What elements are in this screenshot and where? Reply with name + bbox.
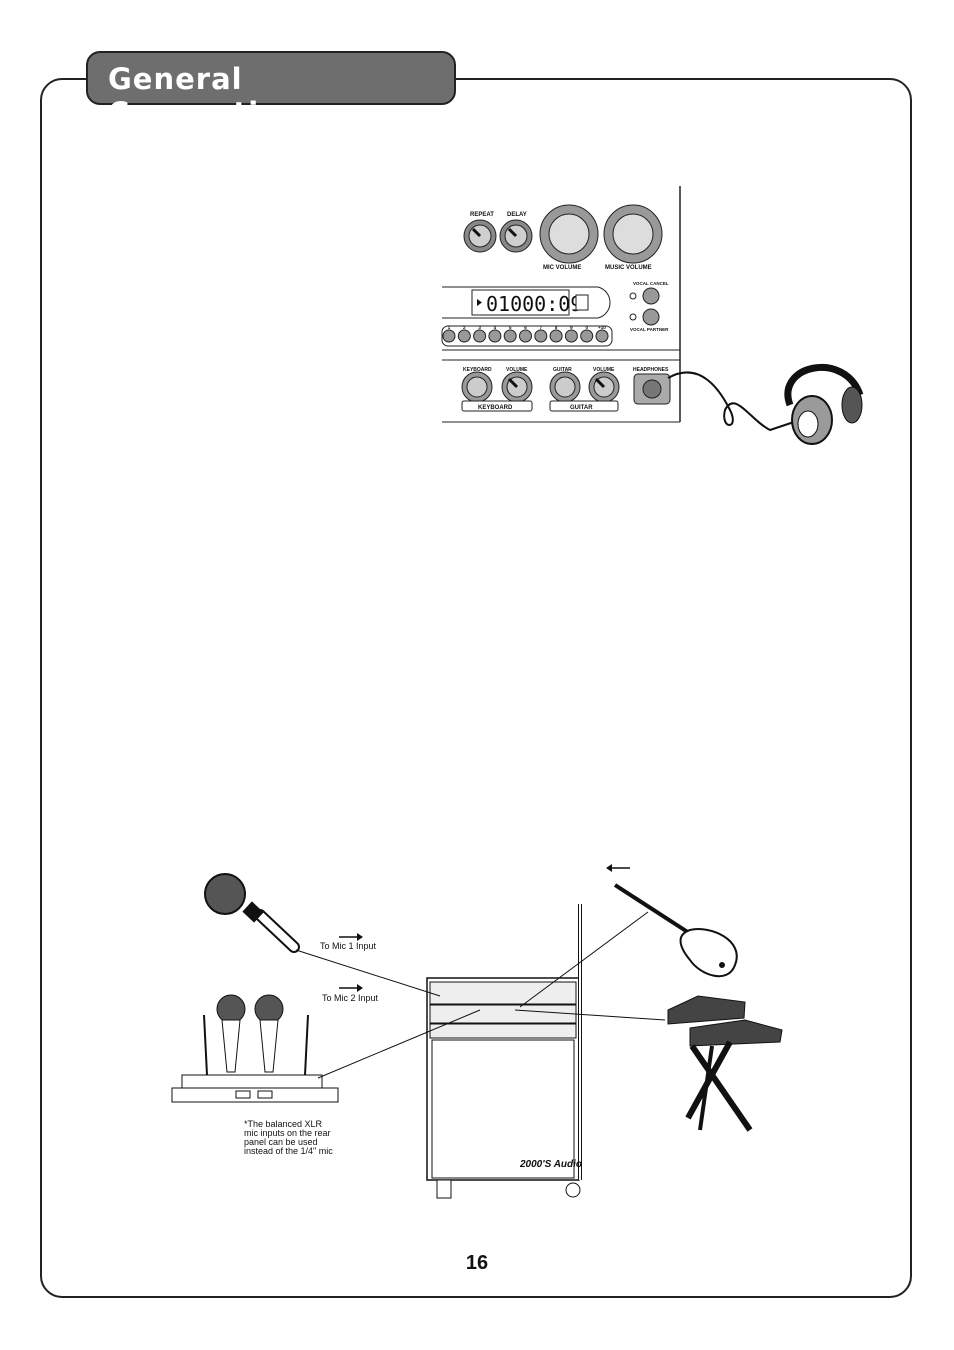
number-key-button[interactable] (534, 329, 548, 343)
bass-guitar-icon (613, 883, 738, 978)
number-key-button[interactable] (488, 329, 502, 343)
mic1-label: To Mic 1 Input (320, 941, 377, 951)
number-key-button[interactable] (595, 329, 609, 343)
xlr-note-line: instead of the 1/4" mic (244, 1146, 333, 1156)
number-key-label: 9 (570, 325, 573, 330)
page-title: General Connections (108, 62, 320, 130)
repeat-knob[interactable] (463, 219, 497, 253)
brand-logo: 2000'S Audio (519, 1159, 582, 1170)
mic2-cable (317, 1009, 481, 1079)
number-key-button[interactable] (442, 329, 456, 343)
guitar-cable (519, 911, 649, 1008)
arrow-right-icon (339, 933, 363, 941)
delay-knob[interactable] (499, 219, 533, 253)
keyboard-volume-label: VOLUME (506, 367, 528, 373)
mic1-cable (295, 949, 441, 997)
guitar-section-box (549, 400, 619, 412)
music-volume-label: MUSIC VOLUME (605, 265, 652, 271)
guitar-volume-label: VOLUME (593, 367, 615, 373)
record-indicator-icon (575, 294, 589, 311)
lcd-screen (471, 289, 570, 316)
number-key-label: 7 (540, 325, 543, 330)
number-key-label: 4 (494, 325, 497, 330)
vocal-cancel-led-icon (629, 292, 637, 300)
headphones-jack[interactable] (633, 373, 671, 405)
vocal-partner-button[interactable] (642, 308, 660, 326)
wireless-microphone-icon (254, 994, 284, 1073)
number-key-label: +10 (598, 325, 606, 330)
connection-diagram: To Mic 1 Input To Mic 2 Input (171, 864, 783, 1199)
keyboard-volume-knob[interactable] (501, 371, 533, 403)
number-key-button[interactable] (473, 329, 487, 343)
mic-volume-label: MIC VOLUME (543, 265, 581, 271)
vocal-partner-led-icon (629, 313, 637, 321)
number-key-label: 8 (555, 325, 558, 330)
microphone-icon (204, 873, 300, 953)
wireless-receiver-icon (171, 1014, 339, 1103)
xlr-note-line: mic inputs on the rear (244, 1128, 331, 1138)
amplifier-unit (426, 904, 582, 1199)
xlr-note-line: panel can be used (244, 1137, 318, 1147)
mic-volume-knob[interactable] (539, 204, 599, 264)
arrow-left-icon (606, 864, 630, 872)
display-bezel (442, 286, 611, 319)
keyboard-cable (514, 1009, 666, 1021)
headphones-cable (667, 371, 801, 432)
number-key-label: 5 (509, 325, 512, 330)
headphones-icon (784, 364, 864, 445)
page-number: 16 (465, 1252, 489, 1274)
guitar-volume-knob[interactable] (588, 371, 620, 403)
number-key-button[interactable] (457, 329, 471, 343)
vocal-cancel-label: VOCAL CANCEL (633, 281, 669, 286)
headphones-label: HEADPHONES (633, 367, 669, 373)
vocal-partner-label: VOCAL PARTNER (630, 327, 669, 332)
number-key-label: 2 (463, 325, 466, 330)
keyboard-input-label: KEYBOARD (463, 367, 492, 373)
music-volume-knob[interactable] (603, 204, 663, 264)
mic2-label: To Mic 2 Input (322, 993, 379, 1003)
number-key-label: 1 (448, 325, 451, 330)
guitar-gain-knob[interactable] (549, 371, 581, 403)
keyboard-icon (667, 995, 783, 1132)
vocal-cancel-button[interactable] (642, 287, 660, 305)
lcd-time: 01000:09 (486, 292, 582, 316)
number-key-label: 6 (524, 325, 527, 330)
keyboard-section-box (461, 400, 533, 412)
number-key-button[interactable] (503, 329, 517, 343)
number-key-label: 0 (585, 325, 588, 330)
arrow-right-icon (339, 984, 363, 992)
number-key-button[interactable] (564, 329, 578, 343)
delay-label: DELAY (507, 212, 527, 218)
keyboard-section-label: KEYBOARD (478, 405, 513, 411)
guitar-section-label: GUITAR (570, 405, 593, 411)
play-icon (477, 299, 482, 306)
number-keys: 1 2 3 4 5 6 7 8 9 0 +10 (442, 325, 609, 343)
guitar-input-label: GUITAR (553, 367, 572, 373)
number-key-button[interactable] (549, 329, 563, 343)
repeat-label: REPEAT (470, 212, 494, 218)
number-key-label: 3 (478, 325, 481, 330)
number-key-button[interactable] (519, 329, 532, 343)
xlr-note-line: *The balanced XLR (244, 1119, 323, 1129)
control-panel-closeup: REPEAT DELAY MIC VOLUME MUSIC VOLUME 010… (441, 186, 864, 445)
page-frame (40, 78, 912, 1298)
section-title-tab: General Connections (86, 51, 456, 130)
keyboard-gain-knob[interactable] (461, 371, 493, 403)
wireless-microphone-icon (216, 994, 246, 1073)
number-key-button[interactable] (580, 329, 594, 343)
